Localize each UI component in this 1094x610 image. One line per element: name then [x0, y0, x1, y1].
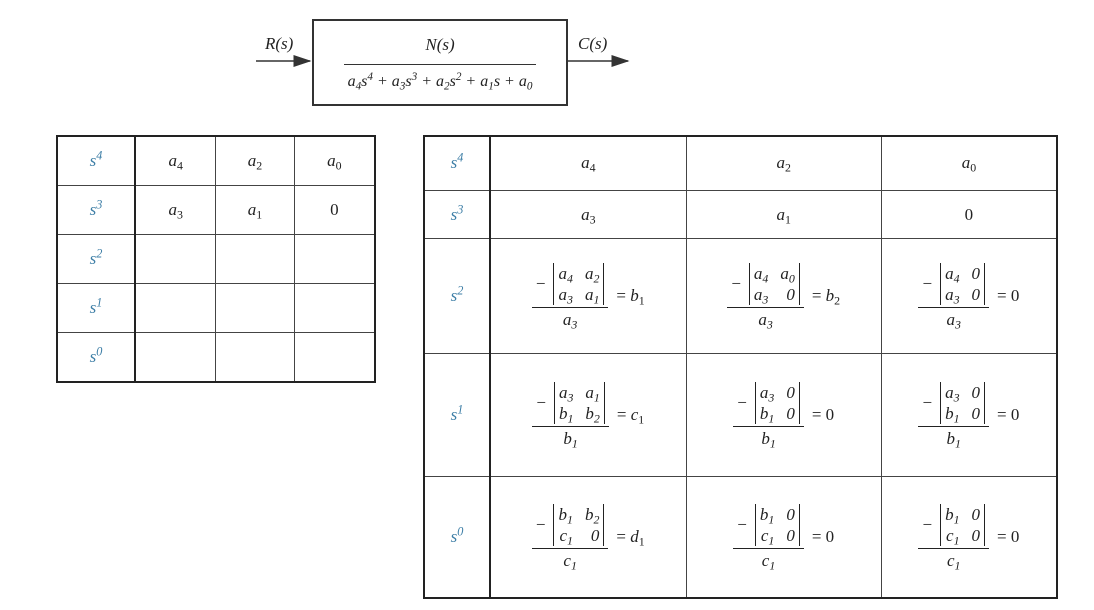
table-cell [215, 331, 295, 383]
table-cell [293, 282, 376, 333]
row-label: s2 [56, 234, 136, 284]
row-label: s1 [423, 353, 491, 478]
table-cell [293, 331, 376, 383]
table-cell [134, 331, 217, 383]
table-cell [293, 234, 376, 284]
table-cell: a2 [685, 135, 882, 191]
table-row: s2 [56, 234, 376, 284]
table-cell: a1 [215, 185, 295, 236]
table-cell [215, 282, 295, 333]
row-label: s4 [56, 135, 136, 187]
table-row: s1 [56, 282, 376, 333]
table-cell: 0 [880, 189, 1058, 240]
tf-fraction-bar [344, 64, 536, 65]
tf-numerator: N(s) [425, 35, 455, 54]
table-cell: a3 [489, 189, 687, 240]
row-label: s3 [423, 189, 491, 240]
input-signal-label: R(s) [265, 34, 294, 53]
transfer-function-block: N(s) a4s4 + a3s3 + a2s2 + a1s + a0 [312, 19, 568, 106]
table-cell [134, 282, 217, 333]
table-cell: a4 [134, 135, 217, 187]
table-cell: a0 [880, 135, 1058, 191]
table-cell: a2 [215, 135, 295, 187]
row-label: s0 [423, 476, 491, 599]
row-label: s1 [56, 282, 136, 333]
tf-denominator: a4s4 + a3s3 + a2s2 + a1s + a0 [347, 70, 533, 93]
row-label: s0 [56, 331, 136, 383]
output-signal-label: C(s) [578, 34, 608, 53]
row-label: s4 [423, 135, 491, 191]
signal-arrows [256, 55, 630, 67]
table-cell [215, 234, 295, 284]
block-diagram: R(s) C(s) N(s) a4s4 + a3s3 + a2s2 + a1s … [0, 0, 1094, 115]
table-cell: a0 [293, 135, 376, 187]
table-cell: a4 [489, 135, 687, 191]
table-row: s0 [56, 331, 376, 383]
row-label: s2 [423, 238, 491, 355]
table-cell: a3 [134, 185, 217, 236]
row-label: s3 [56, 185, 136, 236]
table-cell [134, 234, 217, 284]
table-cell: 0 [293, 185, 376, 236]
table-cell: a1 [685, 189, 882, 240]
